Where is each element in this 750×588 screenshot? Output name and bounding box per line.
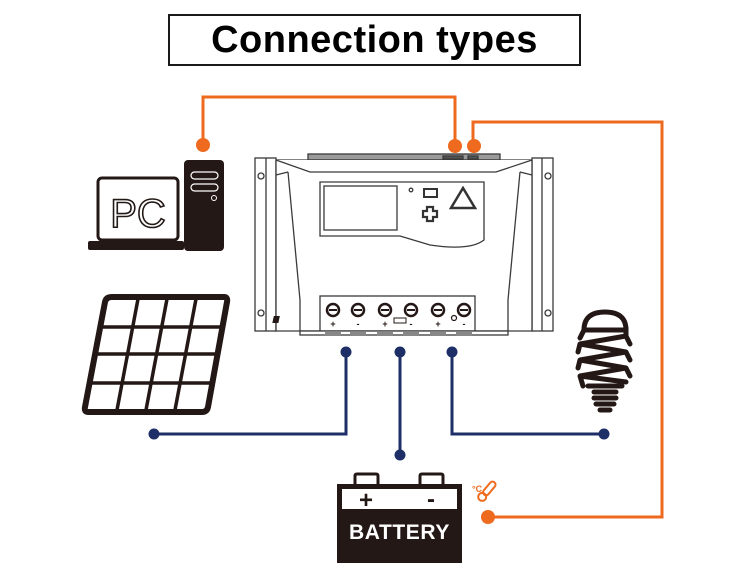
load-terminal-icon [450, 314, 458, 322]
controller-solar-dot [340, 346, 352, 358]
light-bulb-icon [575, 309, 633, 413]
battery-wire-dot [394, 449, 406, 461]
terminal-tab [377, 332, 393, 336]
load-wire-dot [598, 428, 610, 440]
pc-communication-wire [201, 95, 457, 145]
battery-minus-label: - [427, 486, 435, 513]
thermometer-icon: °C [472, 480, 497, 502]
solar-terminal-icon [272, 316, 280, 323]
terminal-tab [325, 332, 341, 336]
solar-wire-dot [148, 428, 160, 440]
terminal-sign-label: - [410, 319, 413, 329]
terminal-sign-label: + [382, 319, 387, 329]
load-power-wire [450, 352, 604, 436]
temp-sensor-communication-wire [471, 120, 664, 519]
battery-plus-label: + [359, 487, 373, 514]
charge-controller [254, 153, 554, 336]
pc-icon: PC [88, 160, 224, 251]
solar-power-wire [154, 352, 348, 436]
terminal-tab [350, 332, 366, 336]
terminal-sign-label: + [330, 319, 335, 329]
terminal-sign-label: - [463, 319, 466, 329]
pc-wire-dot [196, 138, 210, 152]
battery-icon: + - BATTERY [337, 472, 462, 563]
terminal-sign-label: + [435, 319, 440, 329]
terminal-tab [430, 332, 446, 336]
controller-load-dot [446, 346, 458, 358]
page-title: Connection types [211, 18, 538, 61]
battery-label: BATTERY [349, 521, 450, 544]
pc-label: PC [110, 192, 166, 236]
temp-sensor-wire-dot [481, 510, 495, 524]
solar-panel-icon [81, 294, 231, 415]
terminal-tab [456, 332, 472, 336]
controller-battery-dot [394, 346, 406, 358]
terminal-sign-label: - [357, 319, 360, 329]
temp-sensor-label: °C [472, 484, 483, 494]
terminal-tab [403, 332, 419, 336]
title-box: Connection types [168, 14, 581, 66]
battery-terminal-icon [393, 317, 407, 324]
terminal-block: + - + - + - [325, 302, 472, 336]
controller-comm-dot-1 [448, 139, 462, 153]
controller-comm-dot-2 [467, 139, 481, 153]
